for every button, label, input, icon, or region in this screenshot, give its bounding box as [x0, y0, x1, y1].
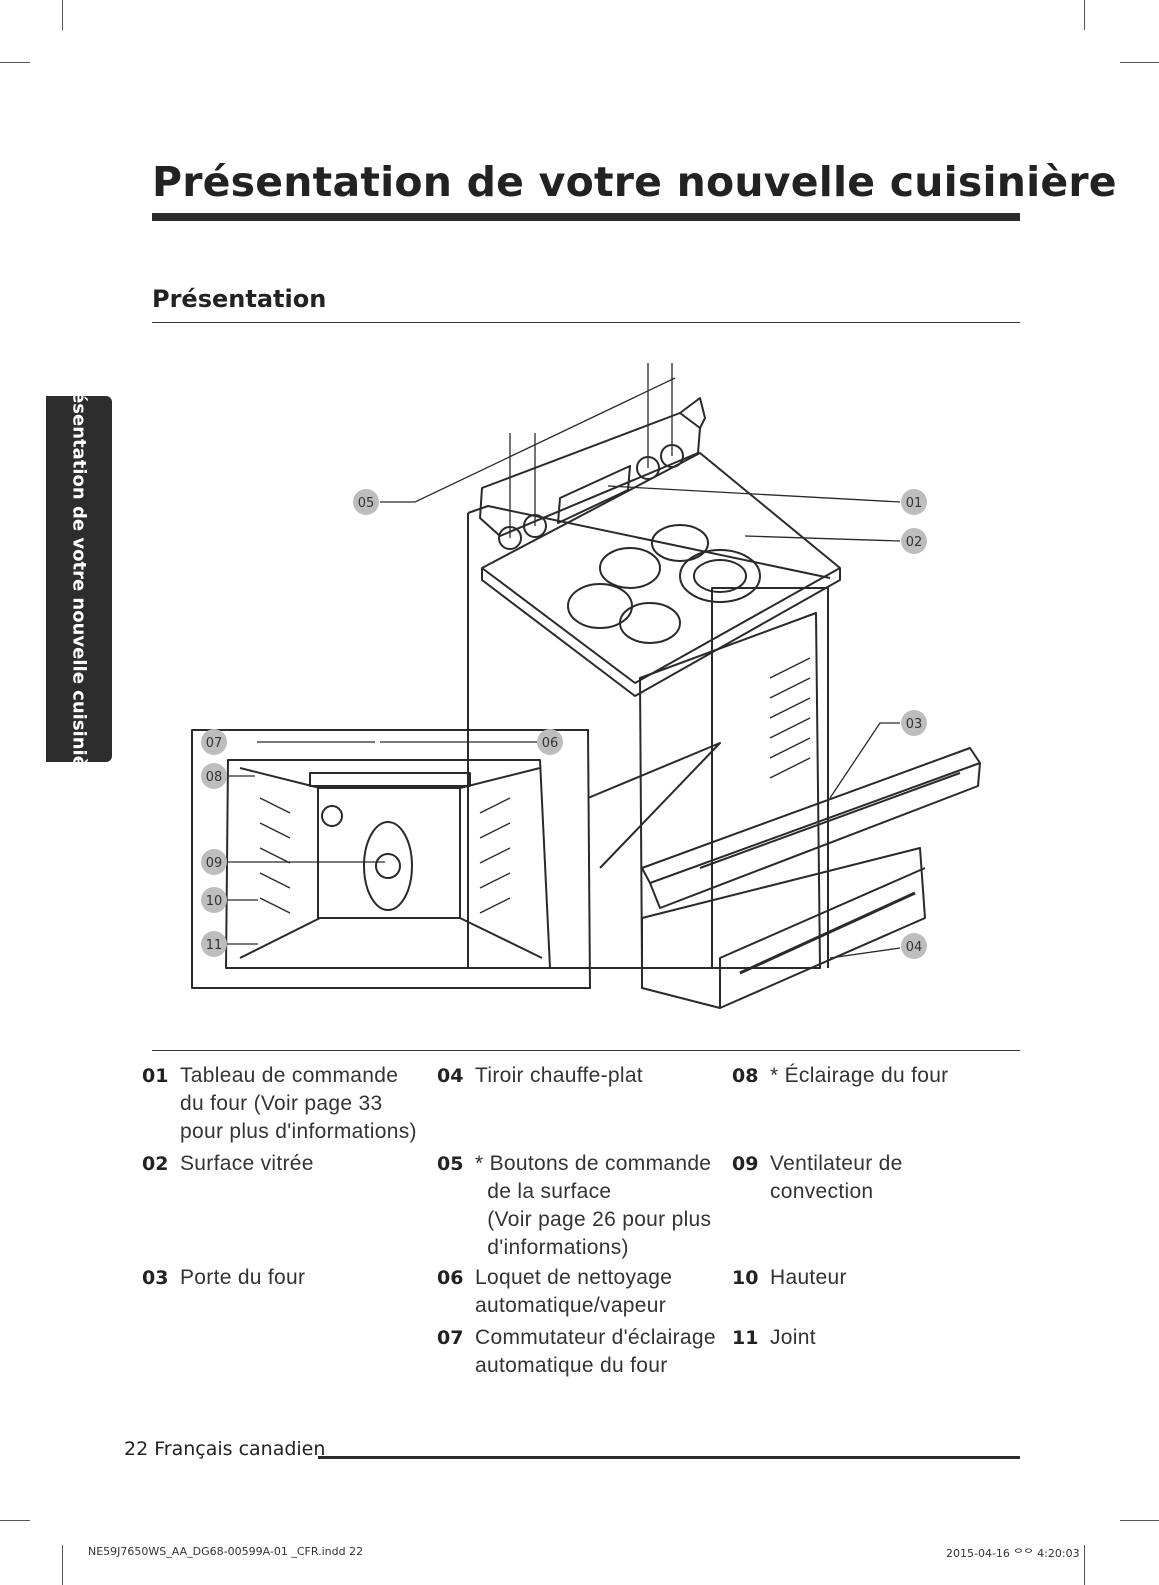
print-slug-left: NE59J7650WS_AA_DG68-00599A-01 _CFR.indd … [88, 1545, 364, 1558]
crop-mark [62, 1545, 63, 1585]
callout-09-bubble [201, 849, 227, 875]
burner [619, 602, 681, 644]
burner [651, 524, 709, 562]
legend-number: 08 [732, 1065, 759, 1087]
crop-mark [62, 0, 63, 30]
crop-mark [1120, 1520, 1159, 1521]
warming-drawer [641, 847, 926, 1009]
callout-10-bubble [201, 887, 227, 913]
legend-number: 03 [142, 1267, 169, 1289]
legend-number: 06 [437, 1267, 464, 1289]
page-title: Présentation de votre nouvelle cuisinièr… [152, 158, 1117, 206]
burner [679, 549, 761, 603]
legend-text: * Éclairage du four [770, 1064, 949, 1087]
inset-frame [191, 729, 591, 989]
callout-06: 06 [542, 736, 559, 751]
callout-02-bubble [901, 528, 927, 554]
callout-06-bubble [537, 729, 563, 755]
legend-text: Tiroir chauffe-plat [475, 1064, 643, 1087]
callout-10: 10 [206, 894, 223, 909]
page-footer: 22 Français canadien [124, 1438, 326, 1460]
legend-number: 07 [437, 1327, 464, 1349]
legend-text: Joint [770, 1326, 816, 1349]
callout-08: 08 [206, 770, 223, 785]
legend-divider [152, 1050, 1020, 1051]
print-slug-right: 2015-04-16 ᄋᄋ 4:20:03 [946, 1547, 1080, 1560]
crop-mark [0, 1520, 30, 1521]
legend-number: 10 [732, 1267, 759, 1289]
oven-light-lamp [321, 805, 343, 827]
callout-01-bubble [901, 489, 927, 515]
legend-number: 09 [732, 1153, 759, 1175]
callout-03-bubble [901, 710, 927, 736]
legend-number: 04 [437, 1065, 464, 1087]
backguard [479, 412, 701, 537]
control-display [557, 465, 631, 524]
callout-05-bubble [353, 489, 379, 515]
footer-rule [318, 1456, 1020, 1459]
crop-mark [1084, 1545, 1085, 1585]
legend-text: Hauteur [770, 1266, 847, 1289]
burner [567, 583, 633, 629]
legend-number: 11 [732, 1327, 759, 1349]
legend-text: Commutateur d'éclairage automatique du f… [475, 1326, 716, 1377]
callout-04-bubble [901, 933, 927, 959]
oven-opening [639, 612, 821, 969]
callout-11: 11 [206, 938, 223, 953]
legend-text: Porte du four [180, 1266, 306, 1289]
legend-text: Loquet de nettoyage automatique/vapeur [475, 1266, 673, 1317]
convection-fan [363, 821, 413, 911]
legend-text: Surface vitrée [180, 1152, 314, 1175]
side-chapter-tab-label: Présentation de votre nouvelle cuisinièr… [68, 369, 90, 789]
range-side [467, 505, 831, 579]
legend-number: 02 [142, 1153, 169, 1175]
section-heading: Présentation [152, 285, 327, 313]
callout-01: 01 [906, 496, 923, 511]
legend-text: Ventilateur de convection [770, 1152, 903, 1203]
crop-mark [1120, 62, 1159, 63]
callout-09: 09 [206, 856, 223, 871]
callout-07: 07 [206, 736, 223, 751]
range-diagram: 05 01 02 03 04 06 07 08 09 10 11 [191, 363, 981, 1009]
title-underline [152, 213, 1020, 221]
callout-04: 04 [906, 940, 923, 955]
burner [599, 547, 661, 589]
callout-03: 03 [906, 717, 923, 732]
callout-07-bubble [201, 729, 227, 755]
callout-08-bubble [201, 763, 227, 789]
callout-11-bubble [201, 931, 227, 957]
crop-mark [0, 62, 30, 63]
oven-door [641, 747, 981, 884]
callout-05: 05 [358, 496, 375, 511]
legend-text: Tableau de commande du four (Voir page 3… [180, 1064, 417, 1143]
legend-number: 01 [142, 1065, 169, 1087]
side-chapter-tab: Présentation de votre nouvelle cuisinièr… [46, 369, 112, 789]
section-divider [152, 322, 1020, 323]
legend-text: * Boutons de commande de la surface (Voi… [475, 1152, 712, 1259]
range-body [467, 513, 829, 969]
crop-mark [1084, 0, 1085, 30]
legend-number: 05 [437, 1153, 464, 1175]
callout-02: 02 [906, 535, 923, 550]
